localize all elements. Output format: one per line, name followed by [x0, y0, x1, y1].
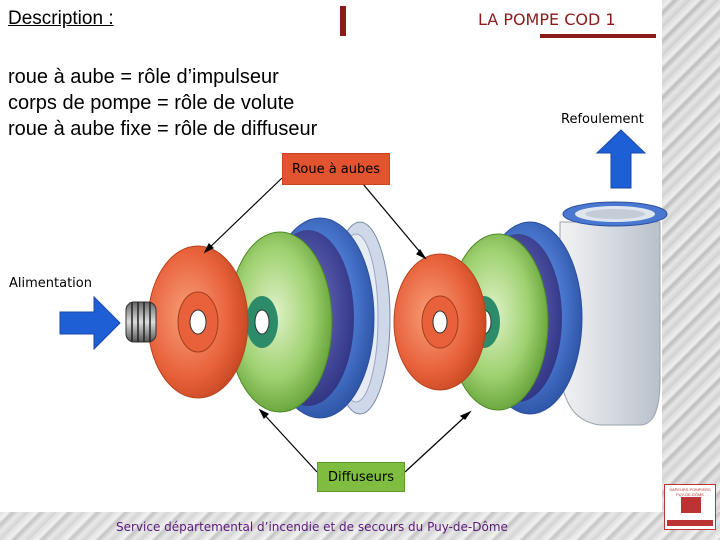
label-diffuseurs: Diffuseurs [317, 462, 405, 492]
pump-stage-1 [147, 217, 375, 419]
label-alimentation: Alimentation [9, 276, 92, 291]
logo-emblem-icon [681, 497, 701, 513]
discharge-casing [559, 201, 668, 426]
metal-texture-bottom [0, 512, 720, 540]
page-title: LA POMPE COD 1 [478, 10, 616, 29]
footer-text: Service départemental d’incendie et de s… [116, 520, 508, 534]
sdis-logo: SAPEURS POMPIERS PUY-DE-DÔME [664, 484, 716, 530]
description-heading: Description : [8, 8, 114, 29]
description-line: roue à aube fixe = rôle de diffuseur [8, 118, 318, 140]
metal-texture-strip [662, 0, 720, 540]
description-line: roue à aube = rôle d’impulseur [8, 66, 279, 88]
inlet-shaft [125, 301, 157, 343]
refoulement-arrow-icon [595, 129, 647, 189]
title-underline [540, 34, 656, 38]
pointer-lines [203, 177, 472, 473]
description-text: roue à aube = rôle d’impulseur corps de … [8, 64, 317, 142]
logo-caption: SAPEURS POMPIERS PUY-DE-DÔME [669, 487, 711, 497]
description-line: corps de pompe = rôle de volute [8, 92, 295, 114]
title-divider [340, 6, 346, 36]
alimentation-arrow-icon [59, 295, 121, 351]
label-roue-a-aubes: Roue à aubes [282, 153, 390, 185]
pump-stage-2 [393, 221, 583, 415]
logo-base [667, 520, 713, 526]
label-refoulement: Refoulement [561, 112, 644, 127]
